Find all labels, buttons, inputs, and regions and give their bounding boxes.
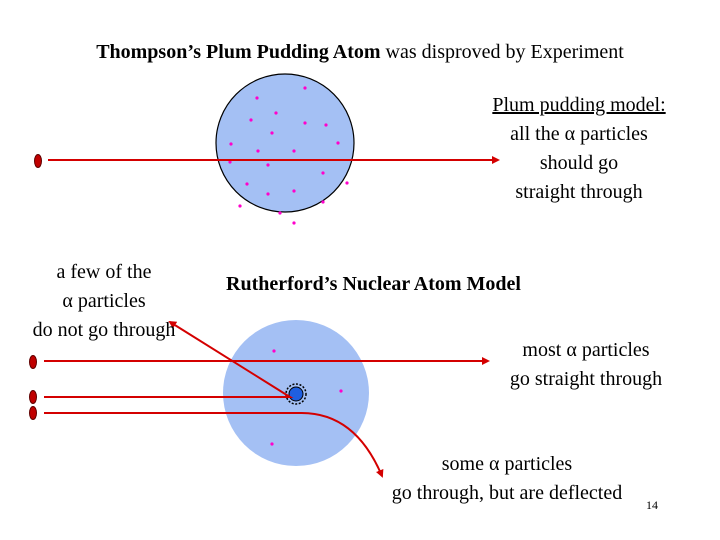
most-particles-label: most α particles go straight through bbox=[484, 336, 688, 394]
plum-electron-dot bbox=[238, 204, 242, 208]
alpha-particle-1 bbox=[29, 355, 37, 369]
plum-electron-dot bbox=[303, 121, 307, 125]
rutherford-electron-dot bbox=[270, 442, 274, 446]
plum-electrons bbox=[228, 86, 349, 225]
plum-electron-dot bbox=[292, 221, 296, 225]
plum-electron-dot bbox=[228, 160, 232, 164]
alpha-symbol: α bbox=[566, 339, 577, 361]
few-label-line3: do not go through bbox=[32, 319, 176, 341]
plum-electron-dot bbox=[292, 149, 296, 153]
rutherford-electron-dot bbox=[272, 349, 276, 353]
alpha-symbol: α bbox=[564, 123, 576, 145]
alpha-particle-top bbox=[34, 154, 42, 168]
plum-pudding-atom bbox=[215, 73, 355, 213]
most-label-line2: go straight through bbox=[509, 368, 663, 390]
plum-electron-dot bbox=[245, 182, 249, 186]
plum-electron-dot bbox=[266, 163, 270, 167]
most-label-line1: most α particles bbox=[522, 339, 650, 361]
plum-electron-dot bbox=[255, 96, 259, 100]
plum-electron-dot bbox=[256, 149, 260, 153]
plum-pudding-label: Plum pudding model: all the α particles … bbox=[462, 91, 696, 207]
plum-electron-dot bbox=[249, 118, 253, 122]
slide-title: Thompson’s Plum Pudding Atom was disprov… bbox=[0, 38, 720, 66]
plum-electron-dot bbox=[278, 211, 282, 215]
plum-electron-dot bbox=[345, 181, 349, 185]
plum-label-line4: straight through bbox=[515, 181, 643, 203]
plum-label-line1: Plum pudding model: bbox=[492, 94, 666, 116]
deflected-path bbox=[44, 411, 384, 478]
few-label-line1: a few of the bbox=[56, 261, 152, 283]
plum-electron-dot bbox=[274, 111, 278, 115]
alpha-symbol: α bbox=[488, 453, 500, 475]
plum-electron-dot bbox=[266, 192, 270, 196]
plum-electron-dot bbox=[292, 189, 296, 193]
page-number: 14 bbox=[646, 498, 658, 512]
plum-electron-dot bbox=[229, 142, 233, 146]
alpha-particle-2 bbox=[29, 390, 37, 404]
alpha-symbol: α bbox=[62, 290, 73, 312]
plum-label-line2: all the α particles bbox=[510, 123, 648, 145]
few-label-line2: α particles bbox=[62, 290, 146, 312]
rutherford-title: Rutherford’s Nuclear Atom Model bbox=[226, 273, 521, 295]
title-rest: was disproved by Experiment bbox=[380, 41, 624, 63]
plum-electron-dot bbox=[324, 123, 328, 127]
plum-electron-dot bbox=[303, 86, 307, 90]
some-label-line2: go through, but are deflected bbox=[391, 482, 623, 504]
plum-electron-dot bbox=[336, 141, 340, 145]
title-bold: Thompson’s Plum Pudding Atom bbox=[96, 41, 381, 63]
rutherford-electron-dot bbox=[339, 389, 343, 393]
plum-label-line3: should go bbox=[539, 152, 619, 174]
plum-electron-dot bbox=[270, 131, 274, 135]
some-label-line1: some α particles bbox=[441, 453, 573, 475]
plum-electron-dot bbox=[321, 171, 325, 175]
some-particles-label: some α particles go through, but are def… bbox=[362, 450, 652, 508]
rutherford-electrons bbox=[270, 349, 343, 446]
alpha-particle-3 bbox=[29, 406, 37, 420]
bounce-back-path bbox=[44, 320, 294, 398]
few-particles-label: a few of the α particles do not go throu… bbox=[14, 258, 194, 345]
plum-electron-dot bbox=[321, 200, 325, 204]
